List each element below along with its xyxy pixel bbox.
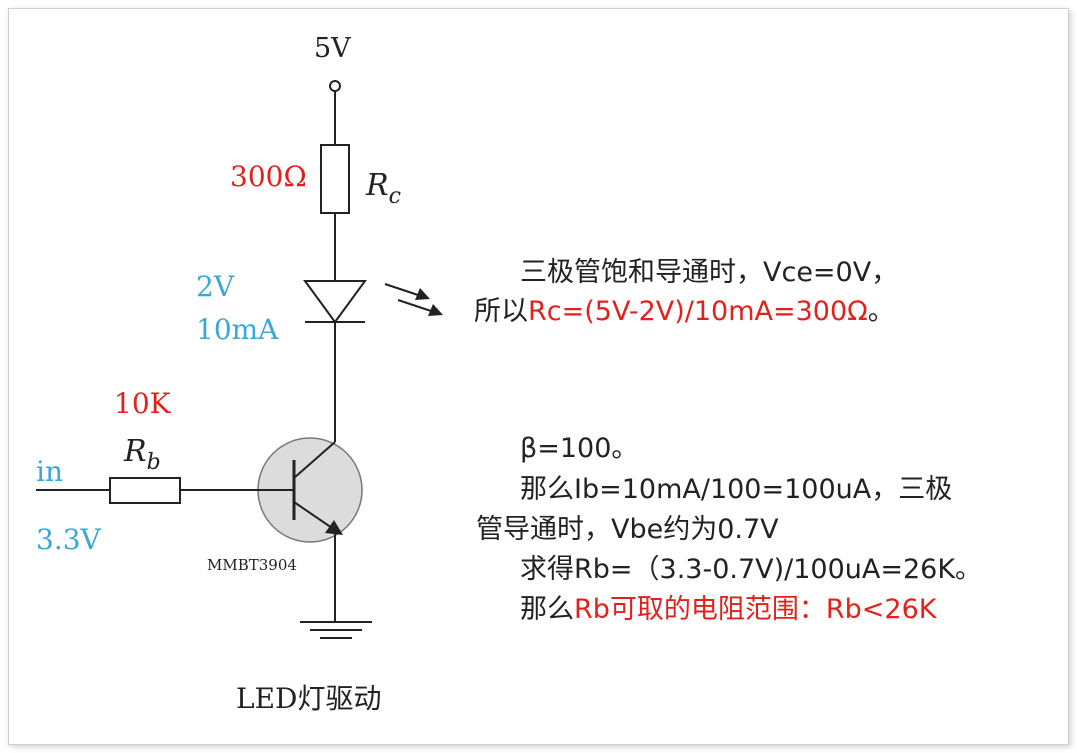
ground-symbol bbox=[300, 621, 372, 639]
rb-resistor bbox=[109, 477, 181, 504]
supply-terminal bbox=[329, 80, 341, 92]
transistor-model-label: MMBT3904 bbox=[207, 556, 297, 574]
note-rb-range: 那么Rb可取的电阻范围：Rb<26K bbox=[520, 587, 936, 626]
supply-label: 5V bbox=[314, 33, 351, 64]
diagram-caption: LED灯驱动 bbox=[236, 682, 381, 715]
note-range-prefix: 那么 bbox=[520, 594, 574, 625]
rb-range-highlight: Rb可取的电阻范围：Rb<26K bbox=[574, 594, 937, 625]
rc-resistor bbox=[320, 144, 350, 214]
note-saturation-line1: 三极管饱和导通时，Vce=0V， bbox=[520, 257, 899, 288]
note-ib: 那么Ib=10mA/100=100uA，三极 bbox=[520, 474, 953, 505]
emitter-arrow-icon bbox=[325, 520, 343, 535]
note-prefix: 所以 bbox=[474, 296, 528, 327]
note-saturation-line2: 所以Rc=(5V-2V)/10mA=300Ω。 bbox=[474, 289, 895, 328]
led-current-label: 10mA bbox=[196, 313, 279, 346]
diagram-frame bbox=[8, 8, 1069, 745]
led-voltage-label: 2V bbox=[196, 270, 235, 303]
input-label: in bbox=[36, 455, 63, 488]
led-diode bbox=[303, 280, 367, 324]
input-voltage-label: 3.3V bbox=[36, 523, 102, 556]
rc-value-label: 300Ω bbox=[230, 160, 307, 193]
note-rb-calc: 求得Rb=（3.3-0.7V)/100uA=26K。 bbox=[520, 554, 983, 585]
rb-value-label: 10K bbox=[114, 387, 172, 420]
note-vbe: 管导通时，Vbe约为0.7V bbox=[476, 514, 779, 545]
arrowheads bbox=[325, 288, 443, 535]
rc-name-label: Rc bbox=[365, 168, 401, 209]
rb-name-label: Rb bbox=[123, 434, 161, 475]
rc-formula: Rc=(5V-2V)/10mA=300Ω bbox=[528, 296, 868, 327]
note-beta: β=100。 bbox=[520, 433, 639, 464]
note-suffix: 。 bbox=[867, 296, 895, 327]
